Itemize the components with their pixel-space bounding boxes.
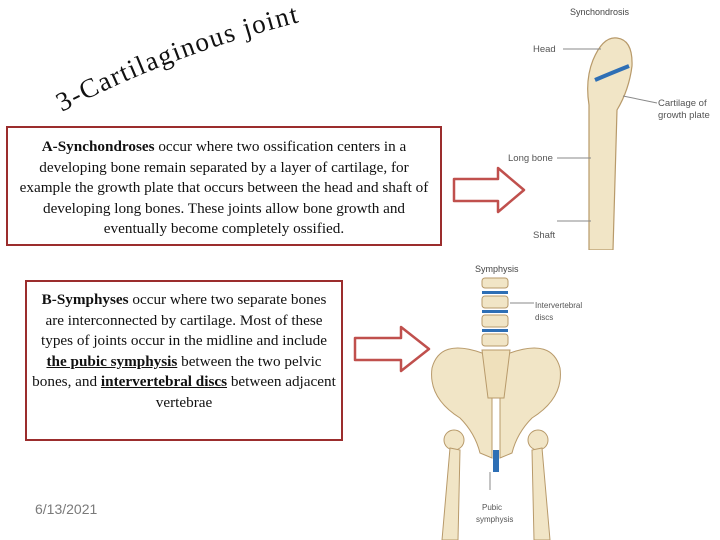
label-shaft: Shaft (533, 230, 556, 241)
svg-text:3-Cartilaginous joints: 3-Cartilaginous joints (0, 0, 302, 117)
symphysis-figure-title: Symphysis (475, 264, 519, 274)
arrow-right-icon-2 (353, 325, 431, 373)
femur-bone-shape (587, 37, 633, 250)
pelvis-shape (431, 277, 561, 540)
symphyses-text-3: between adjacent vertebrae (155, 373, 336, 411)
label-pubic: Pubic (482, 503, 502, 512)
label-head: Head (533, 44, 556, 55)
symphyses-term: B-Symphyses (41, 291, 129, 308)
label-cartilage: Cartilage of (658, 98, 707, 109)
slide-title: 3-Cartilaginous joints (0, 0, 302, 117)
synchondroses-term: A-Synchondroses (41, 138, 155, 155)
symphyses-box: B-Symphyses occur where two separate bon… (25, 280, 343, 441)
pubic-symphysis-link: the pubic symphysis (46, 352, 178, 370)
symphyses-text-1: occur where two separate bones are inter… (41, 291, 327, 350)
label-intervertebral: Intervertebral (535, 301, 582, 310)
arrow-right-icon (452, 166, 526, 214)
footer-date: 6/13/2021 (35, 501, 98, 517)
symphyses-text-2: between the two pelvic bones, and (32, 352, 322, 391)
symphysis-figure: Symphysis Intervertebral discs Pubic sym… (431, 264, 582, 540)
synchondroses-text: occur where two ossification centers in … (19, 138, 429, 238)
intervertebral-discs-link: intervertebral discs (100, 373, 228, 391)
synchondroses-box: A-Synchondroses occur where two ossifica… (6, 126, 442, 246)
slide-title-text: 3-Cartilaginous joints (0, 0, 301, 117)
label-discs: discs (535, 313, 553, 322)
label-long-bone: Long bone (508, 153, 553, 164)
synchondrosis-figure-title: Synchondrosis (570, 7, 630, 17)
label-symphysis: symphysis (476, 515, 513, 524)
label-growth-plate: growth plate (658, 110, 710, 121)
synchondrosis-figure: Synchondrosis Head Cartilage of growth p… (508, 7, 710, 250)
